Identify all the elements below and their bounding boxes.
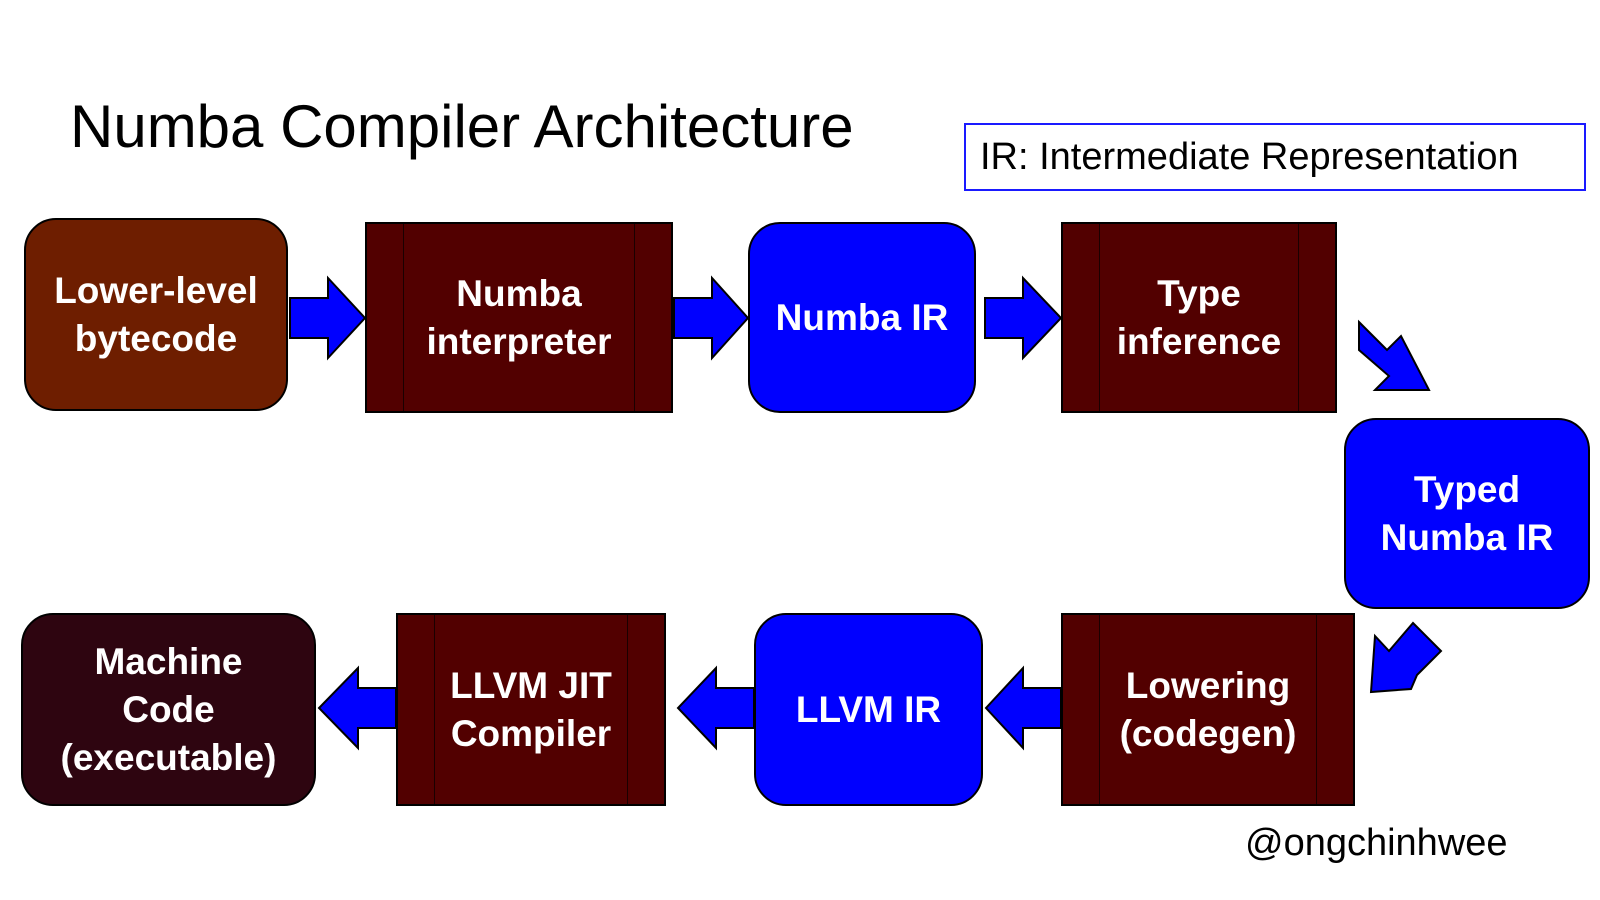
node-label: Typed Numba IR: [1380, 468, 1554, 558]
node-label: Machine Code (executable): [60, 640, 277, 778]
node-label: Lower-level bytecode: [54, 269, 258, 359]
node-machine-code: Machine Code (executable): [21, 613, 316, 806]
arrow-left-icon: [317, 665, 397, 751]
node-label: LLVM IR: [795, 688, 942, 730]
node-lower-level-bytecode: Lower-level bytecode: [24, 218, 288, 411]
node-label: LLVM JIT Compiler: [450, 664, 612, 754]
node-label: Type inference: [1116, 272, 1282, 362]
arrow-right-icon: [289, 275, 367, 361]
node-label: Numba interpreter: [426, 272, 612, 362]
arrow-right-icon: [984, 275, 1063, 361]
arrow-down-right-icon: [1358, 319, 1431, 391]
arrow-right-icon: [673, 275, 750, 361]
ir-legend-box: IR: Intermediate Representation: [964, 123, 1586, 191]
author-handle: @ongchinhwee: [1245, 822, 1508, 864]
node-typed-numba-ir: Typed Numba IR: [1344, 418, 1590, 609]
node-llvm-ir: LLVM IR: [754, 613, 983, 806]
arrow-left-icon: [676, 665, 755, 751]
arrow-left-icon: [984, 665, 1062, 751]
node-type-inference: Type inference: [1061, 222, 1337, 413]
arrow-down-left-icon: [1369, 621, 1443, 694]
node-label: Lowering (codegen): [1119, 664, 1297, 754]
node-llvm-jit-compiler: LLVM JIT Compiler: [396, 613, 666, 806]
node-numba-interpreter: Numba interpreter: [365, 222, 673, 413]
diagram-title: Numba Compiler Architecture: [70, 93, 854, 160]
node-lowering-codegen: Lowering (codegen): [1061, 613, 1355, 806]
ir-legend-text: IR: Intermediate Representation: [980, 135, 1519, 178]
node-numba-ir: Numba IR: [748, 222, 976, 413]
node-label: Numba IR: [775, 296, 949, 338]
